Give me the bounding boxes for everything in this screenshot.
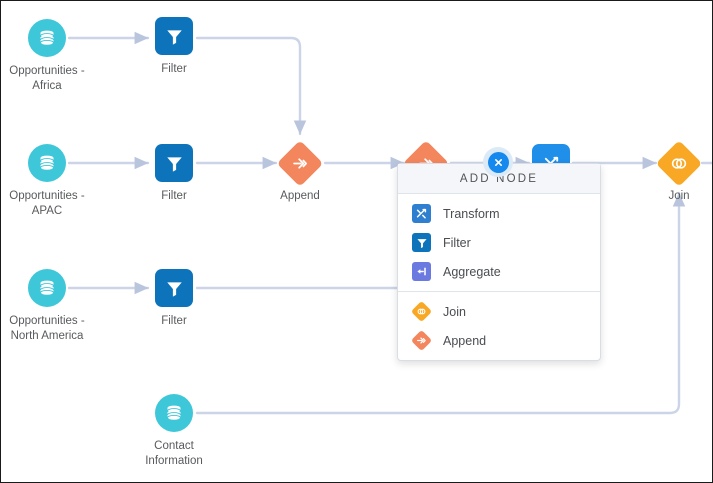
append-icon [410,329,433,352]
node-label: Opportunities - Africa [9,65,85,92]
menu-item-join[interactable]: Join [398,297,600,326]
node-label: Filter [161,190,187,202]
popup-group-combine: Join Append [398,291,600,360]
menu-item-label: Append [443,333,487,348]
funnel-icon [155,144,193,182]
node-label: Filter [161,315,187,327]
node-label: Append [280,190,320,202]
funnel-icon [412,233,431,252]
node-label: Opportunities - North America [9,315,85,342]
menu-item-label: Join [443,304,466,319]
funnel-icon [155,269,193,307]
aggregate-icon [412,262,431,281]
node-label: Join [668,190,690,202]
menu-item-append[interactable]: Append [398,326,600,355]
database-icon [28,19,66,57]
node-label: Opportunities - APAC [9,190,85,217]
join-icon [655,140,703,187]
close-icon[interactable] [483,147,513,177]
funnel-icon [155,17,193,55]
database-icon [155,394,193,432]
database-icon [28,269,66,307]
join-icon [410,300,433,323]
popup-group-shape: Transform Filter Aggre [398,194,600,291]
menu-item-label: Transform [443,206,500,221]
append-icon [276,140,324,187]
node-label: Filter [161,63,187,75]
transform-icon [412,204,431,223]
menu-item-aggregate[interactable]: Aggregate [398,257,600,286]
menu-item-transform[interactable]: Transform [398,199,600,228]
node-label: Contact Information [145,440,203,467]
add-node-popup[interactable]: ADD NODE Transform [397,163,601,361]
menu-item-filter[interactable]: Filter [398,228,600,257]
menu-item-label: Filter [443,235,471,250]
close-icon-inner [487,151,509,173]
database-icon [28,144,66,182]
menu-item-label: Aggregate [443,264,501,279]
